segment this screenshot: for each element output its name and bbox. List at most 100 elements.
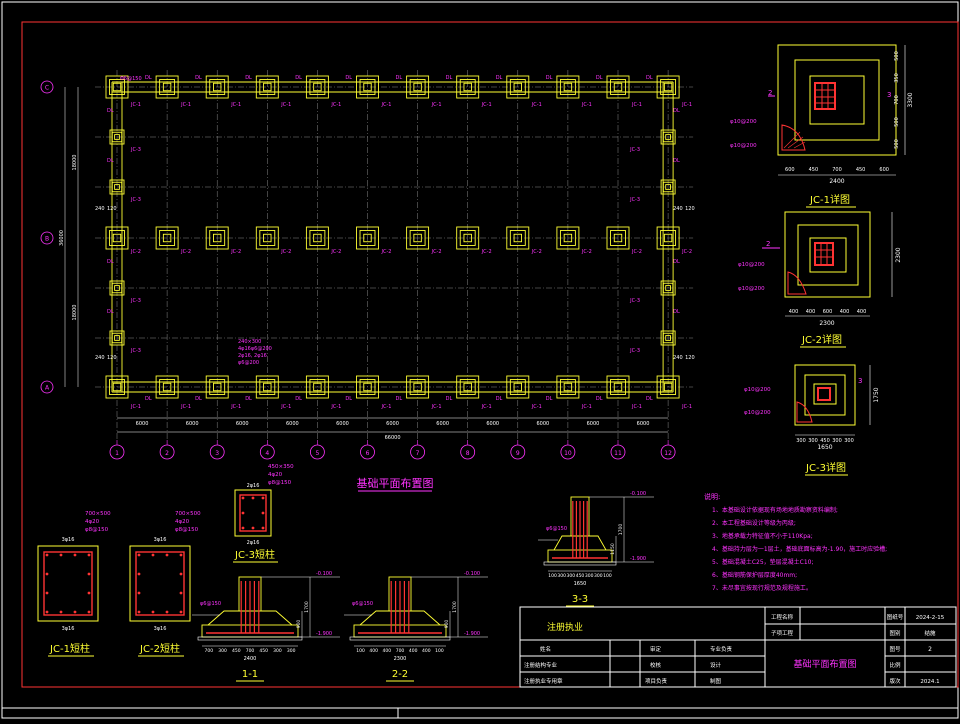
plan-tag-top: JC-1	[431, 102, 442, 108]
plan-beam-tag: DL	[345, 396, 352, 402]
footing	[660, 129, 676, 145]
plan-beam-tag: DL	[446, 396, 453, 402]
plan-tag-top: JC-1	[330, 102, 341, 108]
plan-edge-dim: 240	[673, 355, 683, 361]
jc2-col-note-2: 4φ20	[175, 519, 190, 525]
rebar-dot	[137, 553, 141, 557]
rebar-dot	[87, 591, 91, 595]
plan-beam-tag: DL	[673, 309, 680, 315]
jc3-col-bar-top: 2φ16	[247, 483, 260, 489]
rebar-dot	[45, 553, 49, 557]
plan-tag-bottom: JC-1	[381, 404, 392, 410]
tb-r2c1: 注册结构专业	[524, 661, 558, 669]
rebar-dot	[137, 591, 141, 595]
jc2-side-total: 2300	[895, 247, 902, 262]
section-dim: 300	[287, 648, 296, 654]
jc1-col-title: JC-1短柱	[49, 642, 90, 655]
footing	[660, 280, 676, 296]
tb-r3c3: 制图	[710, 677, 722, 685]
plan-beam-tag: DL	[396, 396, 403, 402]
footing	[656, 75, 680, 99]
rebar-dot	[179, 610, 183, 614]
rebar-dot	[137, 610, 141, 614]
footing	[109, 280, 125, 296]
column-jc3: 450×350 4φ20 φ8@150 2φ16 2φ16 JC-3短柱	[233, 464, 294, 563]
axis-bubble-letter	[40, 231, 54, 245]
axis-bubble-number	[109, 444, 125, 460]
plan-left-dim: 18000	[72, 155, 78, 171]
jc1-detail-title: JC-1详图	[809, 193, 850, 206]
jc2-bar-2: φ10@200	[738, 286, 765, 292]
plan-beam-tag: DL	[345, 75, 352, 81]
section-dim: 300	[594, 573, 603, 579]
axis-label-letter: A	[45, 385, 50, 392]
section-dim: 400	[409, 648, 418, 654]
footing	[109, 330, 125, 346]
design-notes: 说明: 1、本基础设计依据现有场地地质勘察资料编制; 2、本工程基础设计等级为丙…	[704, 492, 887, 592]
plan-beam-tag: DL	[245, 75, 252, 81]
section-dim: 400	[383, 648, 392, 654]
plan-edge-dim: 240	[95, 206, 105, 212]
axis-bubble-number	[410, 444, 426, 460]
section-height: 1700	[304, 601, 310, 613]
section-total: 2400	[244, 656, 257, 662]
tb-r3c1: 注册执业专用章	[524, 677, 563, 685]
plan-beam-tag: DL	[596, 75, 603, 81]
section-height: 1700	[618, 524, 624, 536]
detail-side-dim: 700	[894, 95, 900, 105]
footing	[155, 226, 179, 250]
tb-r2c3: 设计	[710, 661, 722, 669]
rebar-dot	[241, 526, 245, 530]
rebar-dot	[87, 553, 91, 557]
jc1-bar-2: φ10@200	[730, 143, 757, 149]
plan-note-line: 2φ16, 2φ16	[238, 353, 267, 359]
plan-tag-mid: JC-2	[381, 249, 392, 255]
axis-bubble-number	[660, 444, 676, 460]
footing	[305, 375, 329, 399]
jc1-col-note-2: 4φ20	[85, 519, 100, 525]
jc1-total: 2400	[829, 178, 844, 185]
plan-tag-top: JC-1	[531, 102, 542, 108]
axis-label-number: 8	[466, 450, 470, 457]
footing	[656, 375, 680, 399]
plan-beam-tag: DL	[496, 396, 503, 402]
jc3-col-bar-bottom: 2φ16	[247, 540, 260, 546]
axis-bubble-number	[209, 444, 225, 460]
plan-side-tag: JC-3	[629, 197, 640, 203]
detail-dim: 600	[823, 309, 833, 315]
rebar-dot	[87, 572, 91, 576]
detail-side-dim: 350	[894, 73, 900, 83]
jc2-detail-mark: 2	[766, 240, 770, 248]
axis-label-number: 6	[366, 450, 370, 457]
jc1-side-total: 3300	[907, 92, 914, 107]
axis-label-number: 4	[265, 450, 269, 457]
footing	[255, 226, 279, 250]
jc2-col-title: JC-2短柱	[139, 642, 180, 655]
plan-side-tag: JC-3	[130, 197, 141, 203]
rebar-dot	[241, 496, 245, 500]
plan-tag-mid: JC-2	[130, 249, 141, 255]
section-title: 3-3	[572, 594, 588, 605]
axis-label-number: 3	[215, 450, 219, 457]
plan-beam-tag: DL	[245, 396, 252, 402]
section-total: 1650	[574, 581, 587, 587]
plan-beam-tag: DL	[546, 396, 553, 402]
jc3-side-total: 1750	[873, 387, 880, 402]
tb-r2c2: 校核	[650, 661, 662, 669]
section-dim: 300	[567, 573, 576, 579]
rebar-dot	[165, 610, 169, 614]
section-title: 2-2	[392, 669, 408, 680]
axis-label-number: 2	[165, 450, 169, 457]
axis-label-number: 7	[416, 450, 420, 457]
plan-side-tag: JC-3	[130, 147, 141, 153]
tb-drawing-no-label: 图纸号	[887, 613, 904, 621]
plan-beam-tag: DL	[646, 396, 653, 402]
plan-tag-mid: JC-2	[581, 249, 592, 255]
footing	[406, 226, 430, 250]
tb-edition-value: 2024.1	[920, 679, 939, 685]
plan-bay-dim: 6000	[436, 421, 449, 427]
